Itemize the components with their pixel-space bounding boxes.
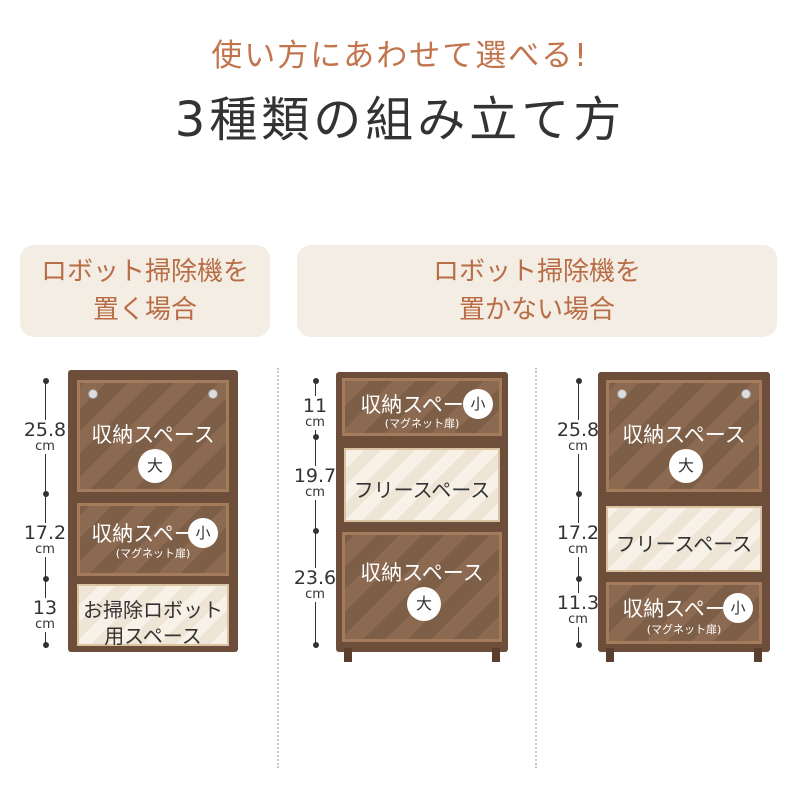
cabinet-left: 収納スペース 大 収納スペース (マグネット扉) 小 お掃除ロボット 用スペース: [68, 370, 238, 652]
divider-right: [535, 368, 537, 768]
panel-with-robot: ロボット掃除機を 置く場合: [20, 245, 270, 337]
storage-box-small: 収納スペース (マグネット扉) 小: [342, 378, 502, 436]
size-badge-small: 小: [188, 518, 218, 548]
size-badge-large: 大: [138, 449, 172, 483]
size-badge-large: 大: [669, 449, 703, 483]
panel-with-robot-text: ロボット掃除機を 置く場合: [40, 257, 249, 325]
divider-left: [277, 368, 279, 768]
panel-without-robot-text: ロボット掃除機を 置かない場合: [432, 257, 641, 325]
size-badge-large: 大: [407, 587, 441, 621]
robot-space: お掃除ロボット 用スペース: [77, 584, 229, 648]
cabinet-middle: 収納スペース (マグネット扉) 小 フリースペース 収納スペース 大: [336, 372, 508, 662]
page-subtitle: 使い方にあわせて選べる!: [211, 38, 589, 74]
cabinet-right: 収納スペース 大 フリースペース 収納スペース (マグネット扉) 小: [598, 372, 770, 662]
free-space: フリースペース: [344, 448, 500, 522]
page-title: 3種類の組み立て方: [174, 92, 626, 148]
size-badge-small: 小: [723, 593, 753, 623]
panel-without-robot: ロボット掃除機を 置かない場合: [297, 245, 777, 337]
storage-box-large: 収納スペース 大: [77, 380, 229, 492]
storage-box-small: 収納スペース (マグネット扉) 小: [606, 582, 762, 644]
free-space: フリースペース: [606, 506, 762, 572]
storage-box-small: 収納スペース (マグネット扉) 小: [77, 503, 229, 576]
size-badge-small: 小: [463, 389, 493, 419]
storage-box-large: 収納スペース 大: [606, 380, 762, 492]
storage-box-large: 収納スペース 大: [342, 532, 502, 642]
